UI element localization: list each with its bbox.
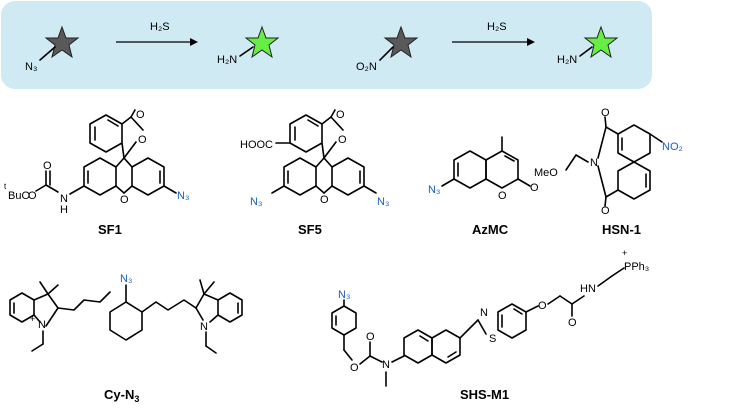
atom-o: O [601,107,610,119]
fluorescent-star-icon [583,25,619,59]
atom-n: N [480,307,488,319]
atom-o: O [530,182,539,194]
quenched-star-icon [44,25,80,59]
atom-nh: N [60,193,68,205]
azide-label: N₃ [25,61,37,73]
nitro-reduction-scheme: O₂N H₂S H₂N [356,21,619,73]
atom-s: S [489,333,496,345]
atom-o: O [350,362,359,374]
azide-label: N₃ [177,190,189,202]
arrowhead-icon [190,38,198,46]
azide-label: N₃ [120,273,132,285]
atom-n: N [590,157,598,169]
tert-label: t [4,182,7,191]
compound-name-cy-n3: Cy-N3 [104,387,139,404]
fluorescent-star-icon [244,25,280,59]
atom-h: H [60,204,68,216]
shs-m1-structure: N₃ O O N N S O O HN + PPh₃ [331,248,649,402]
atom-n: N [200,321,208,333]
compound-name-sf5: SF5 [298,222,322,237]
atom-n: N [382,359,390,371]
atom-o: O [320,194,329,206]
azmc-structure: O O N₃ AzMC [428,136,539,237]
amine-label: H₂N [217,54,237,66]
azide-label: N₃ [250,196,262,208]
nitro-group-label: NO₂ [662,141,683,153]
amine-label: H₂N [557,54,577,66]
arrowhead-icon [527,38,535,46]
tbuo-label: BuO [8,190,30,202]
atom-o: O [498,190,507,202]
atom-o: O [568,317,577,329]
atom-o: O [120,194,129,206]
atom-o: O [138,134,147,146]
azide-reduction-scheme: N₃ H₂S H₂N [25,21,280,73]
compound-name-sf1: SF1 [98,222,122,237]
reagent-label: H₂S [487,21,507,33]
reagent-label: H₂S [150,21,170,33]
sf5-structure: O O HOOC O N₃ N₃ SF5 [240,109,389,237]
meo-label: MeO [534,167,558,179]
hsn1-structure: O O N MeO NO₂ HSN-1 [534,107,683,237]
quenched-star-icon [383,25,419,59]
panel-background [1,1,652,89]
azide-label: N₃ [338,289,350,301]
azide-label: N₃ [428,184,440,196]
atom-o: O [338,134,347,146]
azide-label: N₃ [377,196,389,208]
compound-name-shs-m1: SHS-M1 [460,387,509,402]
compound-name-azmc: AzMC [472,222,509,237]
hooc-label: HOOC [240,139,273,151]
nitro-label: O₂N [356,61,377,73]
pph3-label: PPh₃ [624,261,649,273]
hn-label: HN [580,283,596,295]
cy-n3-structure: N + N₃ N Cy-N3 [9,273,243,404]
atom-o: O [28,190,37,202]
atom-o: O [601,205,610,217]
sf1-structure: O O O N₃ N H O O t BuO SF1 [4,109,189,237]
atom-n: N [38,319,46,331]
charge-label: + [622,248,627,258]
atom-o: O [136,109,145,121]
compound-name-hsn1: HSN-1 [602,222,641,237]
atom-o: O [538,300,547,312]
atom-o: O [43,160,52,172]
charge-label: + [30,314,35,324]
atom-o: O [366,331,375,343]
reaction-panel: N₃ H₂S H₂N O₂N H₂S H₂N [1,1,652,89]
atom-o: O [336,109,345,121]
